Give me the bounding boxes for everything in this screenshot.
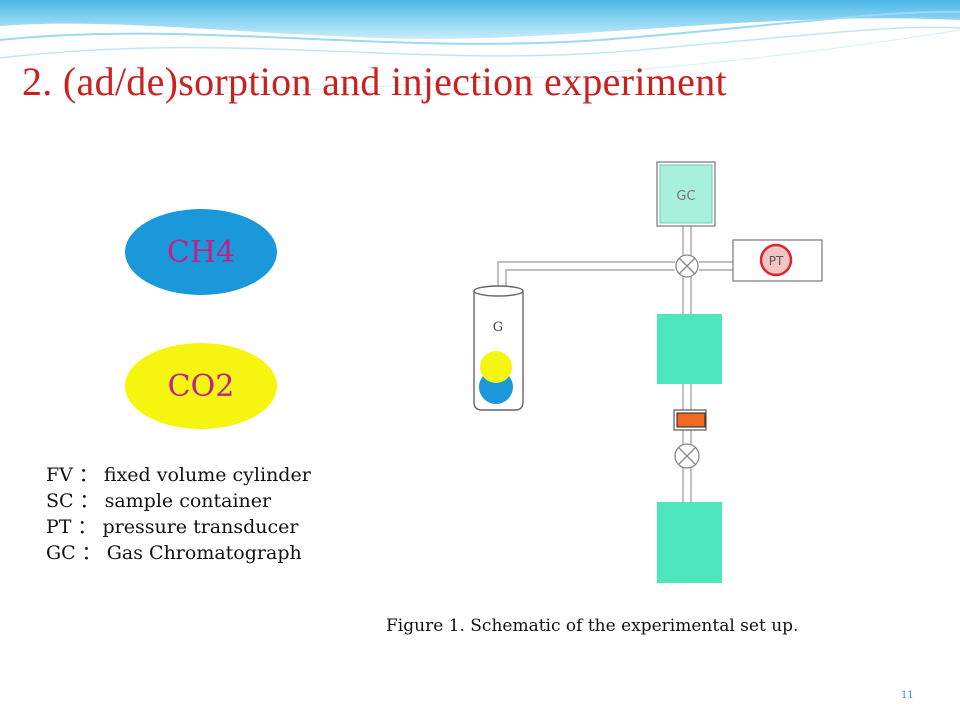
pt-gauge-icon — [759, 243, 793, 277]
experimental-setup-schematic: GC PT G — [382, 127, 914, 583]
sc-container — [657, 502, 722, 583]
co2-label: CO2 — [167, 368, 235, 404]
co2-ellipse: CO2 — [125, 343, 277, 429]
gc-unit: GC — [656, 161, 716, 227]
pt-text: PT — [769, 254, 784, 268]
legend-abbr: GC — [46, 542, 76, 564]
schematic-background — [382, 127, 914, 583]
upper-valve-icon — [675, 254, 699, 278]
header-wave-decoration — [0, 0, 960, 96]
pt-unit: PT — [732, 239, 823, 282]
legend-row-gc: GC：Gas Chromatograph — [46, 540, 311, 566]
legend-abbr: FV — [46, 464, 73, 486]
lower-valve-icon — [674, 443, 700, 469]
cylinder-label: G — [493, 320, 503, 335]
horizontal-pipe — [497, 261, 733, 290]
figure-caption: Figure 1. Schematic of the experimental … — [386, 616, 799, 636]
legend-desc: fixed volume cylinder — [103, 464, 311, 486]
legend-sep: ： — [77, 516, 97, 538]
legend-row-sc: SC：sample container — [46, 488, 311, 514]
legend-abbr: PT — [46, 516, 72, 538]
co2-sample-ball — [480, 351, 512, 383]
page-number: 11 — [901, 690, 914, 701]
legend-row-pt: PT：pressure transducer — [46, 514, 311, 540]
legend-row-fv: FV：fixed volume cylinder — [46, 462, 311, 488]
legend-sep: ： — [79, 490, 99, 512]
fv-cylinder — [657, 314, 722, 384]
gc-text: GC — [676, 189, 695, 204]
legend-abbr: SC — [46, 490, 74, 512]
slide-title: 2. (ad/de)sorption and injection experim… — [22, 59, 727, 104]
abbreviation-legend: FV：fixed volume cylinder SC：sample conta… — [46, 462, 311, 566]
legend-desc: sample container — [104, 490, 272, 512]
gas-cylinder: G — [473, 285, 524, 411]
legend-desc: Gas Chromatograph — [106, 542, 302, 564]
connector-block — [673, 409, 707, 431]
ch4-ellipse: CH4 — [125, 209, 277, 295]
legend-sep: ： — [78, 464, 98, 486]
ch4-label: CH4 — [166, 234, 236, 270]
legend-sep: ： — [81, 542, 101, 564]
legend-desc: pressure transducer — [102, 516, 299, 538]
